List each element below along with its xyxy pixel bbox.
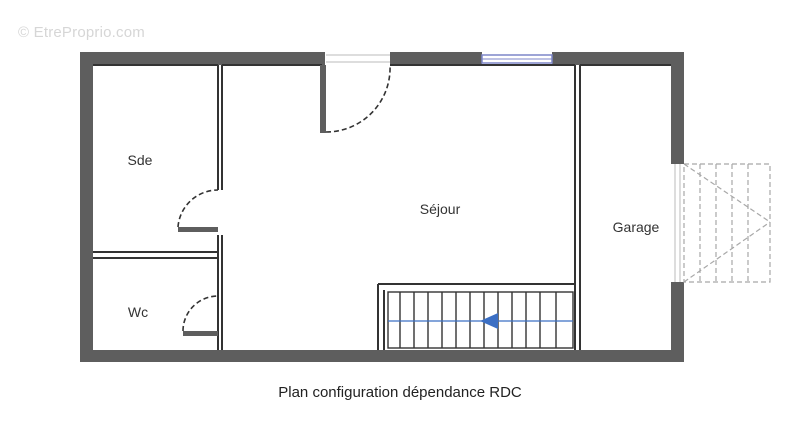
room-label-wc: Wc xyxy=(128,304,148,320)
arrow-left-icon xyxy=(480,313,498,329)
inner-walls xyxy=(93,64,671,350)
door-sde xyxy=(177,189,219,232)
outer-walls xyxy=(80,52,684,362)
plan-caption: Plan configuration dépendance RDC xyxy=(278,384,522,401)
room-label-sde: Sde xyxy=(128,152,153,168)
interior-staircase xyxy=(387,291,574,349)
exterior-steps xyxy=(683,163,771,283)
door-sejour xyxy=(320,54,391,133)
garage-opening xyxy=(674,164,681,282)
window-top xyxy=(481,54,553,64)
door-wc xyxy=(182,295,219,336)
room-label-sejour: Séjour xyxy=(420,201,461,217)
watermark: © EtreProprio.com xyxy=(18,24,145,41)
room-label-garage: Garage xyxy=(613,219,660,235)
